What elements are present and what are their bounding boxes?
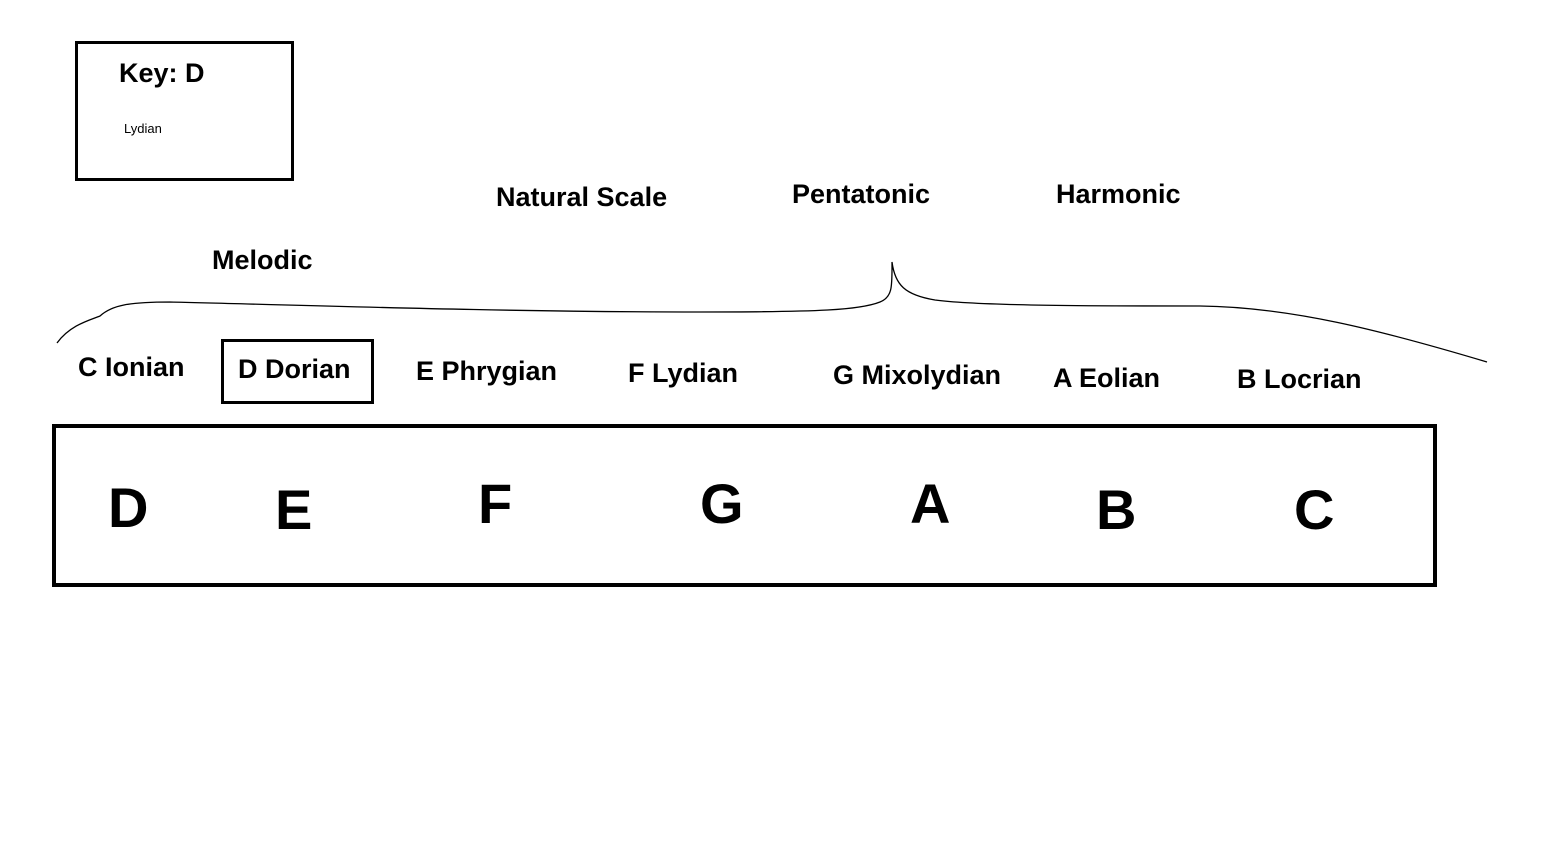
- mode-label: F Lydian: [628, 358, 739, 388]
- notes-box: [52, 424, 1437, 587]
- brace-path: [56, 261, 1488, 363]
- curly-brace: [56, 261, 1488, 363]
- mode-label: B Locrian: [1237, 364, 1362, 394]
- scale-type-pentatonic: Pentatonic: [792, 179, 931, 209]
- key-mode-label: Lydian: [124, 121, 162, 136]
- mode-label: C Ionian: [78, 352, 185, 382]
- note: A: [910, 472, 951, 535]
- note: B: [1096, 478, 1137, 541]
- mode-label: E Phrygian: [416, 356, 558, 386]
- scale-type-melodic: Melodic: [212, 245, 313, 275]
- note: G: [700, 472, 744, 535]
- key-title: Key: D: [119, 58, 205, 88]
- mode-label: A Eolian: [1053, 363, 1161, 393]
- note: C: [1294, 478, 1335, 541]
- key-box: [75, 41, 294, 181]
- mode-label-selected: D Dorian: [238, 354, 351, 384]
- note: F: [478, 472, 513, 535]
- selected-mode-box: [221, 339, 374, 404]
- mode-label: G Mixolydian: [833, 360, 1002, 390]
- scale-type-harmonic: Harmonic: [1056, 179, 1181, 209]
- note: D: [108, 476, 149, 539]
- scale-type-natural: Natural Scale: [496, 182, 668, 212]
- note: E: [275, 478, 313, 541]
